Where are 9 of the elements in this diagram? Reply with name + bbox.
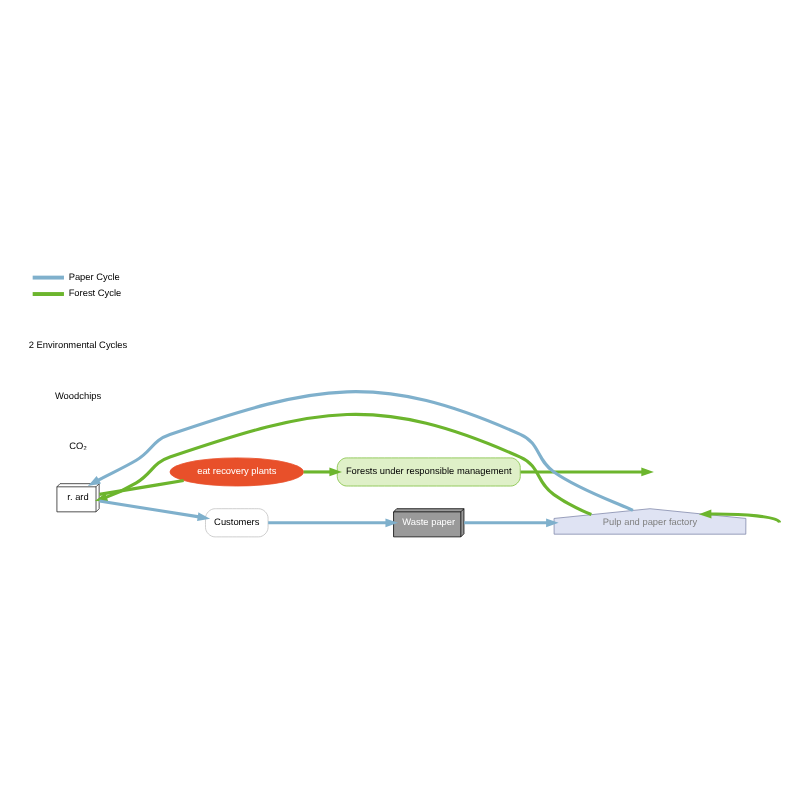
arrow	[698, 509, 781, 524]
arrow	[268, 518, 398, 528]
arrow	[87, 390, 634, 512]
arrow	[94, 413, 592, 516]
arrow	[99, 499, 211, 522]
arrow	[464, 518, 559, 528]
connector	[99, 479, 184, 496]
arrow	[303, 467, 342, 477]
arrow	[520, 467, 654, 477]
